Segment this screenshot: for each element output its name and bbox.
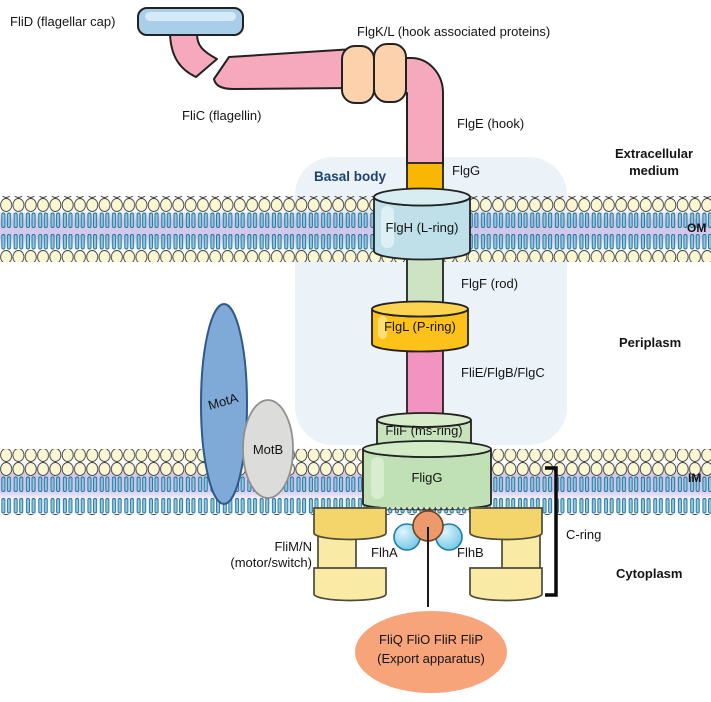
flgkl-protein-left-shape xyxy=(341,45,375,104)
mota-shape xyxy=(200,303,248,505)
outer-membrane xyxy=(0,196,711,262)
label-periplasm: Periplasm xyxy=(619,335,682,350)
label-flhb: FlhB xyxy=(457,545,484,560)
label-flgkl: FlgK/L (hook associated proteins) xyxy=(357,24,551,39)
label-extracellular-medium: Extracellular medium xyxy=(614,146,694,178)
label-motb: MotB xyxy=(252,442,284,457)
fligg-scallop-edge xyxy=(366,506,488,511)
label-flgg: FlgG xyxy=(452,163,481,178)
label-cring: C-ring xyxy=(566,527,602,542)
label-flgl: FlgL (P-ring) xyxy=(384,319,456,334)
label-im: IM xyxy=(688,471,702,485)
inner-membrane xyxy=(0,449,711,515)
label-flge: FlgE (hook) xyxy=(457,116,525,131)
label-fligg: FligG xyxy=(411,470,443,485)
label-flif: FliF (ms-ring) xyxy=(385,423,463,438)
label-flgh: FlgH (L-ring) xyxy=(385,220,459,235)
motb-shape xyxy=(242,399,294,499)
label-flgf: FlgF (rod) xyxy=(461,276,519,291)
export-apparatus-shape xyxy=(355,611,507,693)
flimn-right-shape xyxy=(469,507,543,602)
c-ring-bracket xyxy=(545,466,558,597)
label-export-apparatus: FliQ FliO FliR FliP (Export apparatus) xyxy=(377,632,485,666)
flic-filament-shape xyxy=(213,48,355,90)
label-basal-body: Basal body xyxy=(314,169,387,184)
filament-neck-shape xyxy=(169,33,218,78)
label-flic: FliC (flagellin) xyxy=(182,108,262,123)
label-flid: FliD (flagellar cap) xyxy=(10,14,116,29)
label-flimn: FliM/N (motor/switch) xyxy=(230,539,312,570)
label-om: OM xyxy=(687,221,707,235)
flimn-left-shape xyxy=(313,507,387,602)
flgkl-protein-right-shape xyxy=(373,43,407,103)
flgl-pring-shape xyxy=(371,300,469,353)
fligg-shape xyxy=(362,440,492,511)
flgf-rod-shape xyxy=(406,251,444,307)
flgh-lring-shape xyxy=(373,187,471,261)
label-cytoplasm: Cytoplasm xyxy=(616,566,683,581)
flie-flgb-flgc-rod-shape xyxy=(406,343,444,419)
label-flha: FlhA xyxy=(371,545,398,560)
label-flie: FliE/FlgB/FlgC xyxy=(461,365,545,380)
flid-cap-highlight xyxy=(145,12,236,21)
